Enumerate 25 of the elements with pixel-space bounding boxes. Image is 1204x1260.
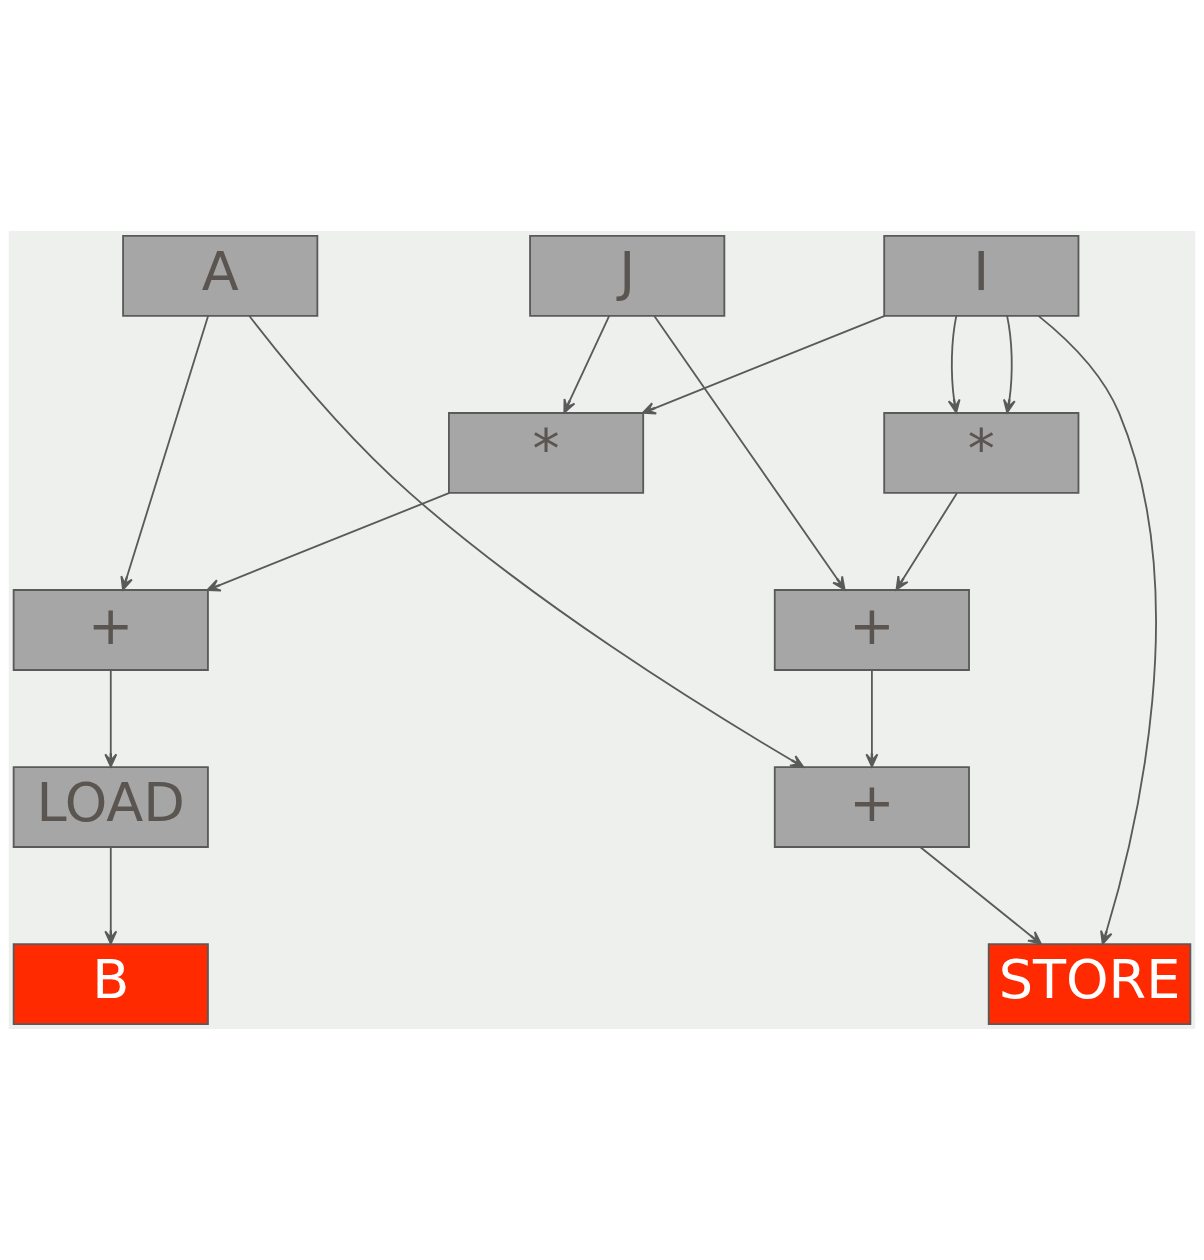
arrow bbox=[563, 314, 611, 414]
arrow bbox=[206, 492, 451, 592]
arrow bbox=[947, 314, 961, 414]
arrow bbox=[641, 314, 886, 415]
node-box: B bbox=[12, 943, 209, 1025]
arrow bbox=[919, 846, 1042, 945]
arrow bbox=[1037, 314, 1157, 945]
node-box: * bbox=[883, 412, 1080, 494]
arrow bbox=[104, 846, 118, 945]
node-box: * bbox=[448, 412, 645, 494]
arrow bbox=[248, 315, 805, 768]
arrow bbox=[1002, 314, 1016, 414]
node-box: + bbox=[773, 766, 970, 848]
arrow bbox=[104, 669, 118, 768]
node-box: A bbox=[122, 235, 319, 317]
node-box: LOAD bbox=[12, 766, 209, 848]
node-box: J bbox=[529, 235, 726, 317]
arrow bbox=[120, 315, 209, 591]
node-box: STORE bbox=[987, 943, 1192, 1025]
arrow bbox=[865, 669, 879, 768]
arrow bbox=[895, 492, 958, 591]
node-box: I bbox=[883, 235, 1080, 317]
node-box: + bbox=[12, 589, 209, 671]
node-box: + bbox=[773, 589, 970, 671]
arrow bbox=[653, 315, 846, 591]
